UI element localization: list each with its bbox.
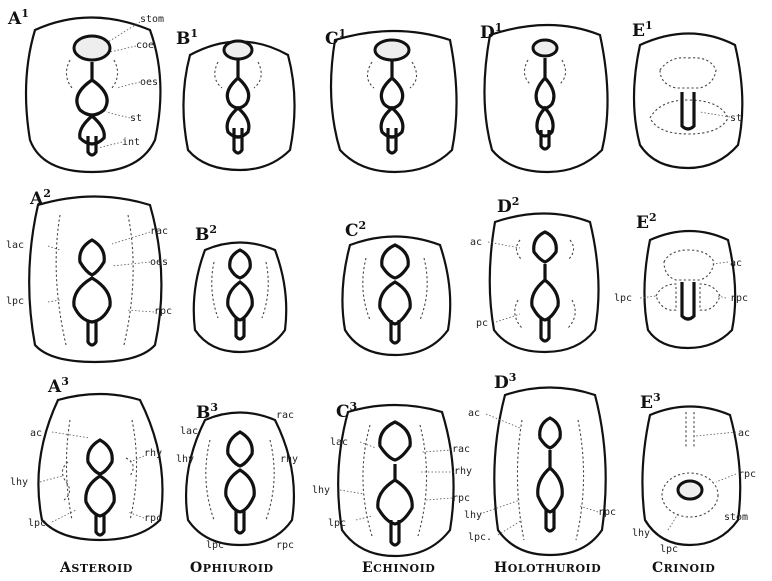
larva-D1	[484, 25, 607, 172]
label-C3-lpc: lpc	[328, 518, 346, 529]
larva-E1	[634, 34, 742, 169]
label-B3-rhy: rhy	[280, 454, 298, 465]
label-A2-rac: rac	[150, 226, 168, 237]
label-D3-rpc: rpc	[598, 507, 616, 518]
label-C3-lhy: lhy	[312, 485, 330, 496]
label-D3-lpc: lpc.	[468, 532, 492, 543]
larva-C3	[338, 405, 453, 556]
caption-holothuroid: HOLOTHUROID	[494, 560, 601, 576]
panel-label-B1: B1	[176, 27, 198, 49]
caption-crinoid: CRINOID	[652, 560, 715, 576]
panel-label-A2: A2	[29, 187, 51, 209]
panel-label-D2: D2	[497, 195, 519, 217]
caption-asteroid: ASTEROID	[59, 560, 133, 576]
panel-label-D1: D1	[480, 21, 502, 43]
label-A1-stom: stom	[140, 14, 164, 25]
label-E3-lpc: lpc	[660, 544, 678, 555]
caption-echinoid: ECHINOID	[362, 560, 435, 576]
label-E3-rpc: rpc	[738, 469, 756, 480]
panel-label-E3: E3	[640, 391, 661, 413]
label-D2-pc: pc	[476, 318, 488, 329]
label-C3-rhy: rhy	[454, 466, 472, 477]
label-E2-lpc: lpc	[614, 293, 632, 304]
label-A3-lpc: lpc	[28, 518, 46, 529]
panel-label-A3: A3	[47, 375, 69, 397]
panel-label-A1: A1	[7, 7, 29, 29]
label-E2-rpc: rpc	[730, 293, 748, 304]
label-A2-lpc: lpc	[6, 296, 24, 307]
panel-label-B3: B3	[196, 401, 218, 423]
panel-label-C2: C2	[345, 219, 366, 241]
label-B3-lpc: lpc	[206, 540, 224, 551]
label-A1-st: st	[130, 113, 142, 124]
larva-E3	[642, 407, 740, 546]
larva-E2	[644, 231, 735, 348]
label-A2-lac: lac	[6, 240, 24, 251]
label-B3-lac: lac	[180, 426, 198, 437]
panel-label-D3: D3	[494, 371, 516, 393]
label-A3-rhy: rhy	[144, 448, 162, 459]
panel-label-C3: C3	[336, 400, 357, 422]
larva-B3	[186, 413, 294, 546]
larva-C2	[342, 237, 450, 356]
label-E3-lhy: lhy	[632, 528, 650, 539]
label-D2-ac: ac	[470, 237, 482, 248]
label-C3-rpc: rpc	[452, 493, 470, 504]
larva-D3	[494, 388, 605, 556]
captions: ASTEROID OPHIUROID ECHINOID HOLOTHUROID …	[59, 560, 715, 576]
label-A1-int: int	[122, 137, 140, 148]
panel-label-B2: B2	[195, 223, 217, 245]
label-C3-rac: rac	[452, 444, 470, 455]
panel-label-C1: C1	[325, 27, 346, 49]
label-B3-rac: rac	[276, 410, 294, 421]
label-B3-lhy: lhy	[176, 454, 194, 465]
label-A2-oes: oes	[150, 257, 168, 268]
larva-B2	[194, 243, 287, 353]
label-D3-ac: ac	[468, 408, 480, 419]
label-A3-rpc: rpc	[144, 513, 162, 524]
label-B3-rpc: rpc	[276, 540, 294, 551]
label-A3-lhy: lhy	[10, 477, 28, 488]
label-A3-ac: ac	[30, 428, 42, 439]
label-E1-st: st	[730, 113, 742, 124]
label-A1-oes: oes	[140, 77, 158, 88]
larva-A2	[29, 197, 161, 363]
label-A1-coe: coe	[136, 40, 154, 51]
larva-D2	[490, 214, 599, 353]
label-E2-ac: ac	[730, 258, 742, 269]
larva-B1	[183, 41, 294, 170]
label-C3-lac: lac	[330, 437, 348, 448]
panel-label-E1: E1	[632, 19, 653, 41]
label-D3-lhy: lhy	[464, 510, 482, 521]
label-E3-ac: ac	[738, 428, 750, 439]
larva-C1	[331, 31, 457, 172]
caption-ophiuroid: OPHIUROID	[190, 560, 274, 576]
label-E3-stom: stom	[724, 512, 748, 523]
label-A2-rpc: rpc	[154, 306, 172, 317]
panel-label-E2: E2	[636, 211, 657, 233]
